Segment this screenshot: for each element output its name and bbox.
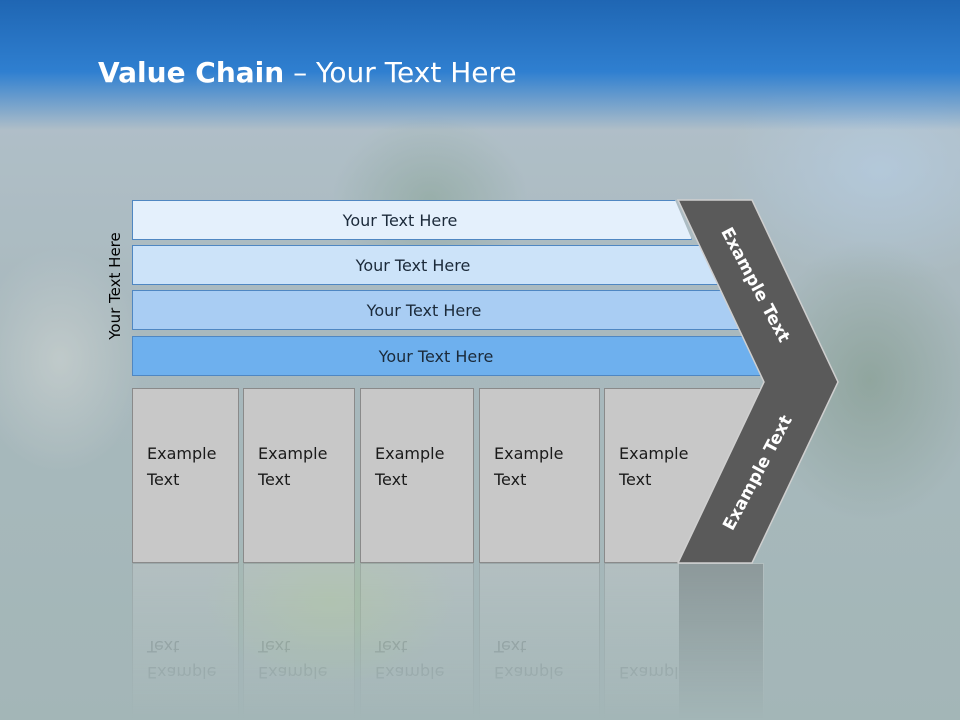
activity-box-4[interactable]: Example Text — [479, 388, 600, 563]
value-bar-label: Your Text Here — [342, 210, 458, 230]
slide-title[interactable]: Value Chain – Your Text Here — [98, 54, 517, 92]
activity-box-3[interactable]: Example Text — [360, 388, 474, 563]
title-bar — [0, 0, 960, 130]
value-bar-2[interactable]: Your Text Here — [132, 245, 718, 285]
value-bar-label: Your Text Here — [378, 346, 494, 366]
value-bar-label: Your Text Here — [366, 300, 482, 320]
value-bar-label: Your Text Here — [355, 255, 471, 275]
activity-box-1[interactable]: Example Text — [132, 388, 239, 563]
activity-box-label: Example Text — [375, 444, 445, 489]
activity-box-label: Example Text — [147, 444, 217, 489]
value-bar-1[interactable]: Your Text Here — [132, 200, 692, 240]
value-bar-3[interactable]: Your Text Here — [132, 290, 740, 330]
activity-box-label: Example Text — [619, 444, 689, 489]
chevron-shape[interactable] — [676, 199, 839, 564]
activity-box-label: Example Text — [494, 444, 564, 489]
value-bar-4[interactable]: Your Text Here — [132, 336, 764, 376]
activity-box-label: Example Text — [258, 444, 328, 489]
slide-title-rest: – Your Text Here — [284, 56, 517, 89]
activity-box-2[interactable]: Example Text — [243, 388, 355, 563]
slide-title-bold: Value Chain — [98, 56, 285, 89]
